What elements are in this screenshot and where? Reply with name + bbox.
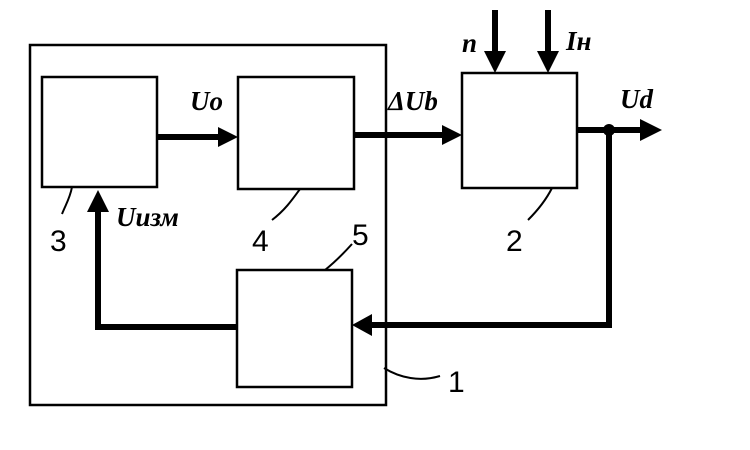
block-5 [235, 268, 354, 389]
arrowhead-u-izm [87, 190, 109, 212]
block-3 [40, 75, 159, 189]
system-frame-1 [28, 43, 388, 407]
block-2 [460, 71, 579, 190]
label-u0: Uo [190, 86, 223, 116]
arrowhead-i-n [537, 51, 559, 73]
block-number-2: 2 [506, 225, 523, 258]
arrowhead-ud [640, 119, 662, 141]
wire-feedback [370, 130, 612, 328]
label-i-n: Iн [565, 26, 592, 56]
arrowhead-n [484, 51, 506, 73]
leader-1 [383, 367, 441, 380]
block-4 [236, 75, 356, 191]
block-number-3: 3 [50, 225, 67, 258]
block-number-1: 1 [448, 366, 465, 399]
leader-5 [324, 243, 353, 271]
block-number-4: 4 [252, 225, 269, 258]
leader-4 [271, 188, 301, 221]
label-u-izm: Uизм [116, 202, 179, 232]
arrowhead-delta-ub [442, 125, 462, 145]
label-n: n [462, 28, 477, 58]
leader-2 [527, 187, 553, 221]
wire-u-izm [95, 210, 237, 330]
arrowhead-feedback [352, 314, 372, 336]
label-ud: Ud [620, 84, 653, 114]
label-delta-ub: ΔUb [387, 86, 438, 116]
arrowhead-u0 [218, 127, 238, 147]
block-number-5: 5 [352, 219, 369, 252]
leader-3 [61, 186, 73, 215]
